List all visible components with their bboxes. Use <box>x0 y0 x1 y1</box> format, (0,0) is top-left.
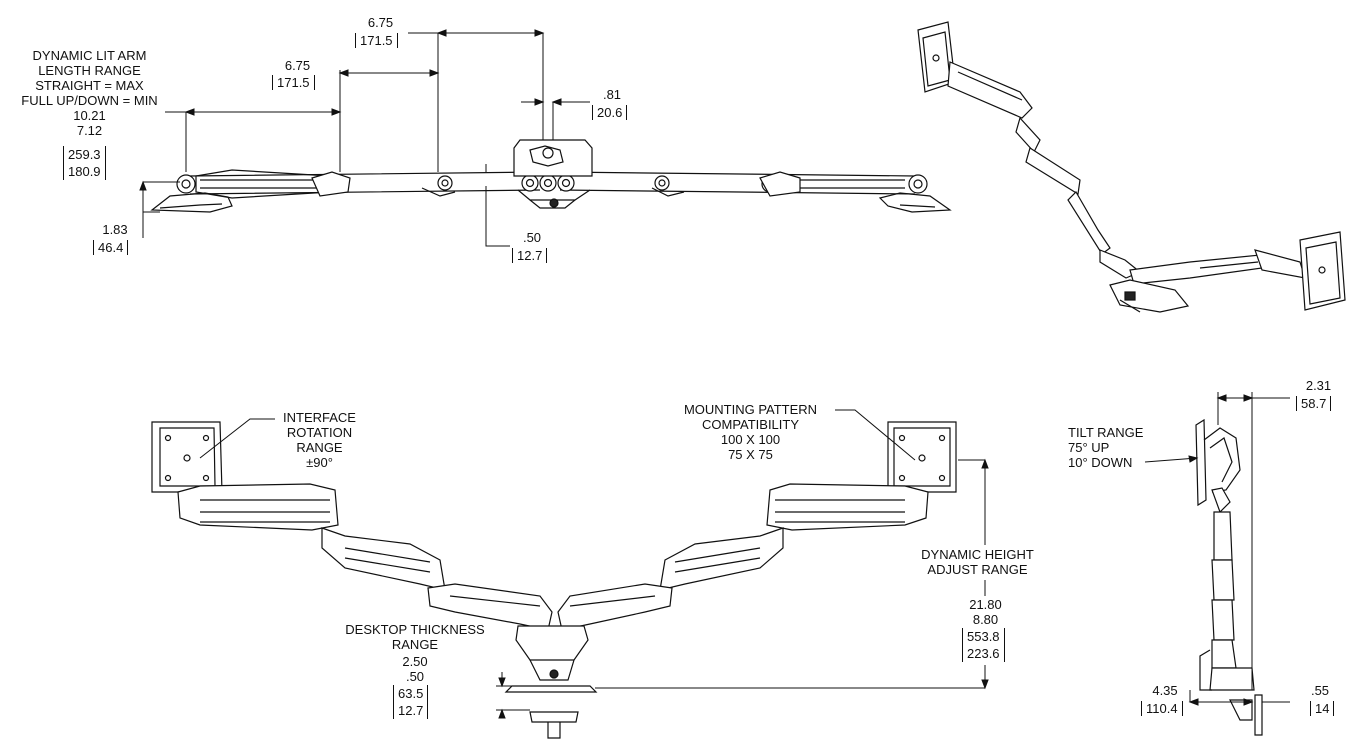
segment-b-in: 6.75 <box>284 58 311 73</box>
top-view-arm-assembly <box>150 139 952 213</box>
arm-length-mm-value: 180.9 <box>68 164 101 179</box>
desk-in-value: 2.50 <box>402 654 428 669</box>
segment-a-mm: 171.5 <box>355 33 398 48</box>
arm-length-in: 7.12 <box>76 123 103 138</box>
depth-mm: 58.7 <box>1296 396 1332 411</box>
mounting-label-line: MOUNTING PATTERN <box>683 402 818 417</box>
tilt-label-line: 75° UP <box>1068 440 1110 455</box>
desk-label-line: RANGE <box>391 637 439 652</box>
mounting-label-line: COMPATIBILITY <box>701 417 800 432</box>
rotation-label: INTERFACE ROTATION RANGE ±90° <box>272 410 367 470</box>
height-mm-value: 553.8 <box>967 629 1000 644</box>
rotation-label-line: ROTATION <box>286 425 353 440</box>
arm-length-title: DYNAMIC LIT ARM LENGTH RANGE STRAIGHT = … <box>2 48 177 138</box>
tilt-label: TILT RANGE 75° UP 10° DOWN <box>1068 425 1148 470</box>
desk-in-value: .50 <box>405 669 425 684</box>
height-in-value: 21.80 <box>969 597 1002 612</box>
height-label-line: ADJUST RANGE <box>927 562 1028 577</box>
dimension-lines <box>139 29 1290 719</box>
clamp-mm: 14 <box>1310 701 1335 716</box>
mounting-label: MOUNTING PATTERN COMPATIBILITY 100 X 100… <box>668 402 833 462</box>
arm-length-title-line: LENGTH RANGE <box>38 63 141 78</box>
offset-mm: 20.6 <box>592 105 628 120</box>
perspective-view <box>917 21 1346 313</box>
height-mm: 553.8 223.6 <box>962 628 1005 662</box>
desk-label-line: DESKTOP THICKNESS <box>345 622 485 637</box>
arm-length-mm: 259.3 180.9 <box>63 146 106 180</box>
arm-thickness-in: .50 <box>522 230 542 245</box>
arm-length-title-line: STRAIGHT = MAX <box>35 78 144 93</box>
base-height-mm: 46.4 <box>93 240 129 255</box>
tilt-label-line: TILT RANGE <box>1068 425 1144 440</box>
front-view-arm-assembly <box>151 421 957 739</box>
rotation-label-line: ±90° <box>306 455 333 470</box>
offset-in: .81 <box>602 87 622 102</box>
side-view-assembly <box>1195 418 1263 736</box>
tilt-label-line: 10° DOWN <box>1068 455 1133 470</box>
reach-in: 4.35 <box>1152 683 1178 698</box>
desk-mm-value: 12.7 <box>398 703 424 718</box>
arm-length-mm-value: 259.3 <box>68 147 101 162</box>
mounting-label-line: 100 X 100 <box>720 432 781 447</box>
arm-length-in: 10.21 <box>73 108 106 123</box>
desk-mm-value: 63.5 <box>398 686 424 701</box>
depth-in: 2.31 <box>1305 378 1332 393</box>
desk-in: 2.50 .50 <box>390 654 440 684</box>
height-in-value: 8.80 <box>972 612 999 627</box>
height-mm-value: 223.6 <box>967 646 1000 661</box>
rotation-label-line: RANGE <box>296 440 343 455</box>
desk-mm: 63.5 12.7 <box>393 685 429 719</box>
arm-thickness-mm: 12.7 <box>512 248 548 263</box>
mounting-label-line: 75 X 75 <box>728 447 773 462</box>
reach-mm: 110.4 <box>1141 701 1183 716</box>
height-in: 21.80 8.80 <box>958 597 1013 627</box>
segment-b-mm: 171.5 <box>272 75 315 90</box>
arm-length-title-line: FULL UP/DOWN = MIN <box>21 93 158 108</box>
arm-length-title-line: DYNAMIC LIT ARM <box>32 48 147 63</box>
desk-label: DESKTOP THICKNESS RANGE <box>340 622 490 652</box>
base-height-in: 1.83 <box>102 222 128 237</box>
rotation-label-line: INTERFACE <box>283 410 356 425</box>
height-label: DYNAMIC HEIGHT ADJUST RANGE <box>905 547 1050 577</box>
segment-a-in: 6.75 <box>367 15 394 30</box>
height-label-line: DYNAMIC HEIGHT <box>921 547 1034 562</box>
clamp-in: .55 <box>1310 683 1330 698</box>
